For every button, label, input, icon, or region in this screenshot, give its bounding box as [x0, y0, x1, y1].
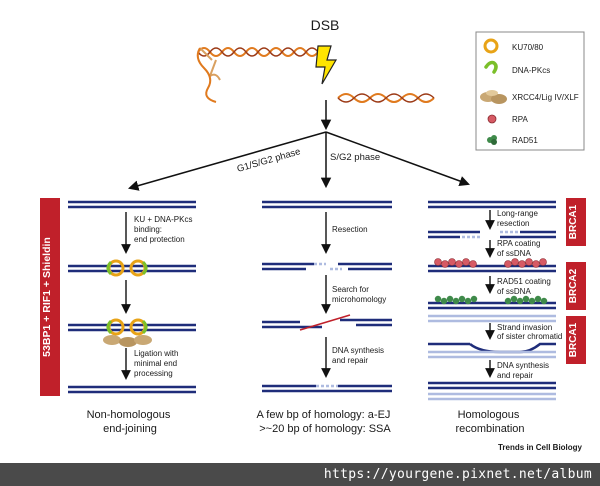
- dna-duplex: [428, 200, 556, 209]
- legend: KU70/80 DNA-PKcs XRCC4/Lig IV/XLF RPA RA…: [475, 31, 585, 151]
- branch-label-left: G1/S/G2 phase: [236, 146, 302, 175]
- dna-repaired: [428, 381, 556, 401]
- hr-step4-text: Strand invasion of sister chromatid: [497, 323, 562, 341]
- xrcc4-complex-icon: [480, 90, 507, 104]
- rpa-icon: [487, 114, 497, 124]
- mmej-step2-text: Search for microhomology: [332, 285, 386, 304]
- dna-microhomology: [262, 314, 392, 331]
- legend-label-rad51: RAD51: [512, 136, 538, 145]
- legend-label-ku: KU70/80: [512, 43, 544, 52]
- dsb-repair-diagram: DSB G1/S/G2 phase S/G2 phase KU70/80 DNA…: [40, 17, 586, 452]
- dnapkcs-icon: [484, 60, 498, 74]
- hr-step1-text: Long-range resection: [497, 209, 540, 228]
- dna-duplex: [262, 200, 392, 209]
- rad51-icon: [487, 135, 497, 145]
- dna-duplex: [68, 200, 196, 209]
- mmej-column: Resection Search for microhomology DNA s…: [257, 200, 394, 435]
- hr-step2-text: RPA coating of ssDNA: [497, 239, 543, 258]
- nhej-column: KU + DNA-PKcs binding: end protection Li…: [68, 200, 196, 435]
- url-footer: https://yourgene.pixnet.net/album: [0, 463, 600, 486]
- dna-long-resection: [428, 230, 556, 239]
- brca-tag-1-label: BRCA1: [568, 204, 579, 239]
- dna-resected: [262, 262, 392, 271]
- nhej-step2-text: Ligation with minimal end processing: [134, 349, 181, 378]
- ku-ring-icon: [483, 38, 499, 54]
- broken-dna-helix: [196, 47, 435, 103]
- mmej-step3-text: DNA synthesis and repair: [332, 346, 386, 365]
- side-bar-53bp1: 53BP1 + RIF1 + Shieldin: [40, 198, 60, 396]
- footer-url[interactable]: https://yourgene.pixnet.net/album: [323, 467, 592, 482]
- nhej-step1-text: KU + DNA-PKcs binding: end protection: [134, 215, 195, 244]
- hr-step5-text: DNA synthesis and repair: [497, 361, 551, 380]
- dna-ligation-complex: [68, 318, 196, 347]
- lightning-bolt-icon: [315, 45, 338, 85]
- brca-tag-1: BRCA1: [566, 198, 586, 246]
- nhej-caption: Non-homologous end-joining: [87, 409, 174, 435]
- brca-tag-3-label: BRCA1: [568, 322, 579, 357]
- hr-column: Long-range resection RPA coating of ssDN…: [428, 200, 562, 435]
- mmej-step1-text: Resection: [332, 225, 368, 234]
- brca-tag-2-label: BRCA2: [568, 268, 579, 303]
- hr-step3-text: RAD51 coating of ssDNA: [497, 277, 553, 296]
- legend-label-xrcc4: XRCC4/Lig IV/XLF: [512, 93, 579, 102]
- side-bar-label: 53BP1 + RIF1 + Shieldin: [41, 237, 53, 357]
- journal-credit: Trends in Cell Biology: [498, 443, 583, 452]
- dna-repaired: [68, 385, 196, 394]
- brca-tag-2: BRCA2: [566, 262, 586, 310]
- mmej-caption: A few bp of homology: a-EJ >~20 bp of ho…: [257, 409, 394, 435]
- legend-label-dnapkcs: DNA-PKcs: [512, 66, 550, 75]
- dna-sister-chromatid: [428, 314, 556, 323]
- legend-label-rpa: RPA: [512, 115, 529, 124]
- dna-repaired: [262, 384, 392, 393]
- brca-tag-3: BRCA1: [566, 316, 586, 364]
- branch-arrows: [127, 100, 470, 191]
- dna-ku-bound: [68, 259, 196, 277]
- diagram-title: DSB: [311, 17, 340, 33]
- branch-label-middle: S/G2 phase: [330, 152, 380, 163]
- dna-strand-invasion: [428, 342, 556, 359]
- dna-rad51-coated: [428, 295, 556, 310]
- dna-rpa-coated: [428, 258, 556, 273]
- hr-caption: Homologous recombination: [455, 409, 524, 435]
